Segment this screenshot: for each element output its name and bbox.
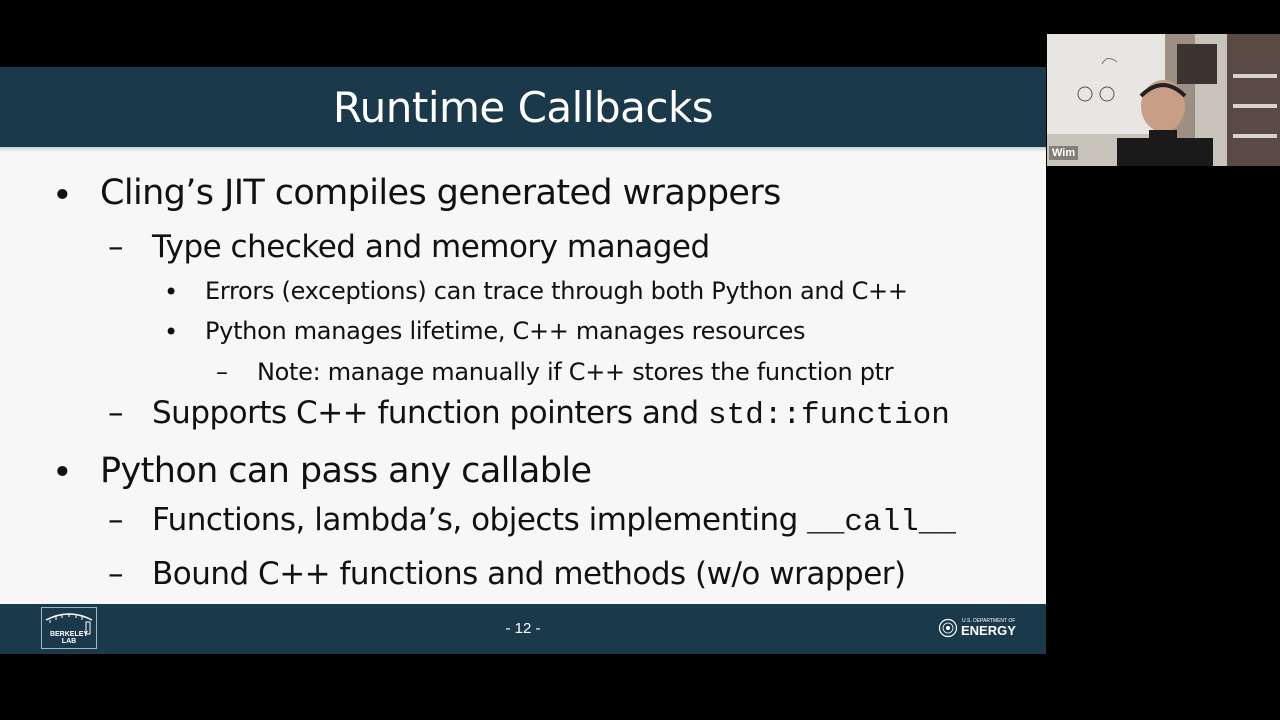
bullet-marker: •: [52, 176, 73, 216]
bullet-text: Note: manage manually if C++ stores the …: [257, 358, 894, 386]
participant-video-feed: [1047, 34, 1280, 166]
bullet-marker: •: [164, 318, 178, 346]
bullet-text: Supports C++ function pointers and std::…: [152, 395, 950, 433]
bullet-marker: –: [108, 556, 124, 592]
bullet-text: Type checked and memory managed: [152, 229, 710, 265]
bullet-text: Functions, lambda’s, objects implementin…: [152, 502, 956, 540]
bullet-marker: •: [52, 453, 73, 493]
participant-video-tile[interactable]: Wim: [1047, 34, 1280, 166]
bullet-text: Python can pass any callable: [100, 451, 592, 491]
code-span: __call__: [807, 505, 956, 540]
slide-content: • Cling’s JIT compiles generated wrapper…: [0, 67, 1046, 654]
bullet-marker: –: [108, 395, 124, 431]
doe-logo: U.S. DEPARTMENT OF ENERGY: [938, 618, 1028, 640]
slide-footer: BERKELEY LAB - 12 - U.S. DEPARTMENT OF E…: [0, 604, 1046, 654]
bullet-marker: –: [108, 229, 124, 265]
bullet-marker: •: [164, 278, 178, 306]
doe-big-text: ENERGY: [961, 623, 1016, 638]
doe-small-text: U.S. DEPARTMENT OF: [962, 618, 1016, 624]
berkeley-lab-emblem-icon: [45, 613, 93, 635]
slide-title-bar: Runtime Callbacks: [0, 67, 1046, 147]
bullet-text: Bound C++ functions and methods (w/o wra…: [152, 556, 906, 592]
bullet-text: Cling’s JIT compiles generated wrappers: [100, 173, 781, 213]
bullet-marker: –: [216, 358, 228, 386]
berkeley-lab-logo: BERKELEY LAB: [41, 607, 97, 649]
berkeley-lab-text: BERKELEY LAB: [49, 631, 89, 645]
slide-title: Runtime Callbacks: [332, 82, 714, 132]
participant-name: Wim: [1049, 146, 1079, 160]
bullet-text-part: Functions, lambda’s, objects implementin…: [152, 502, 808, 538]
doe-seal-icon: [938, 618, 958, 638]
slide: Runtime Callbacks • Cling’s JIT compiles…: [0, 67, 1046, 654]
bullet-text-part: Supports C++ function pointers and: [152, 395, 709, 431]
code-span: std::function: [708, 398, 950, 433]
bullet-text: Errors (exceptions) can trace through bo…: [205, 277, 908, 305]
bullet-text: Python manages lifetime, C++ manages res…: [205, 317, 806, 345]
title-divider: [0, 147, 1046, 152]
page-number: - 12 -: [505, 620, 541, 637]
bullet-marker: –: [108, 502, 124, 538]
